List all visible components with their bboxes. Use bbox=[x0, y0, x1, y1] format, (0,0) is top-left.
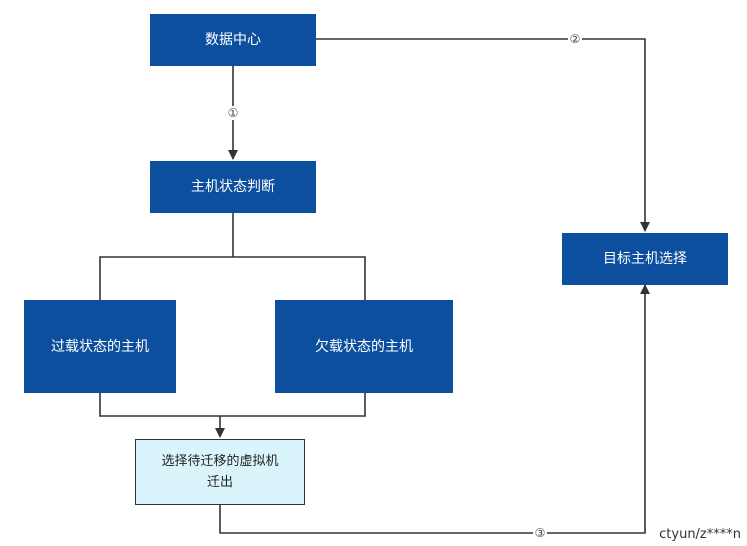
edge-label-1: ① bbox=[226, 106, 240, 120]
edge-merge-left bbox=[99, 393, 366, 417]
edge-datacenter-to-target bbox=[316, 38, 650, 232]
node-host-status: 主机状态判断 bbox=[150, 161, 316, 213]
node-select-vm: 选择待迁移的虚拟机 迁出 bbox=[135, 439, 305, 505]
node-data-center: 数据中心 bbox=[150, 14, 316, 66]
watermark-text: ctyun/z****n bbox=[659, 527, 741, 542]
node-underloaded-host: 欠载状态的主机 bbox=[275, 300, 453, 393]
edge-label-3: ③ bbox=[533, 526, 547, 540]
edge-label-2: ② bbox=[568, 32, 582, 46]
node-target-host: 目标主机选择 bbox=[562, 233, 728, 285]
node-overloaded-host: 过载状态的主机 bbox=[24, 300, 176, 393]
edge-select-to-target bbox=[219, 284, 650, 534]
edge-branch-horizontal bbox=[99, 256, 366, 300]
